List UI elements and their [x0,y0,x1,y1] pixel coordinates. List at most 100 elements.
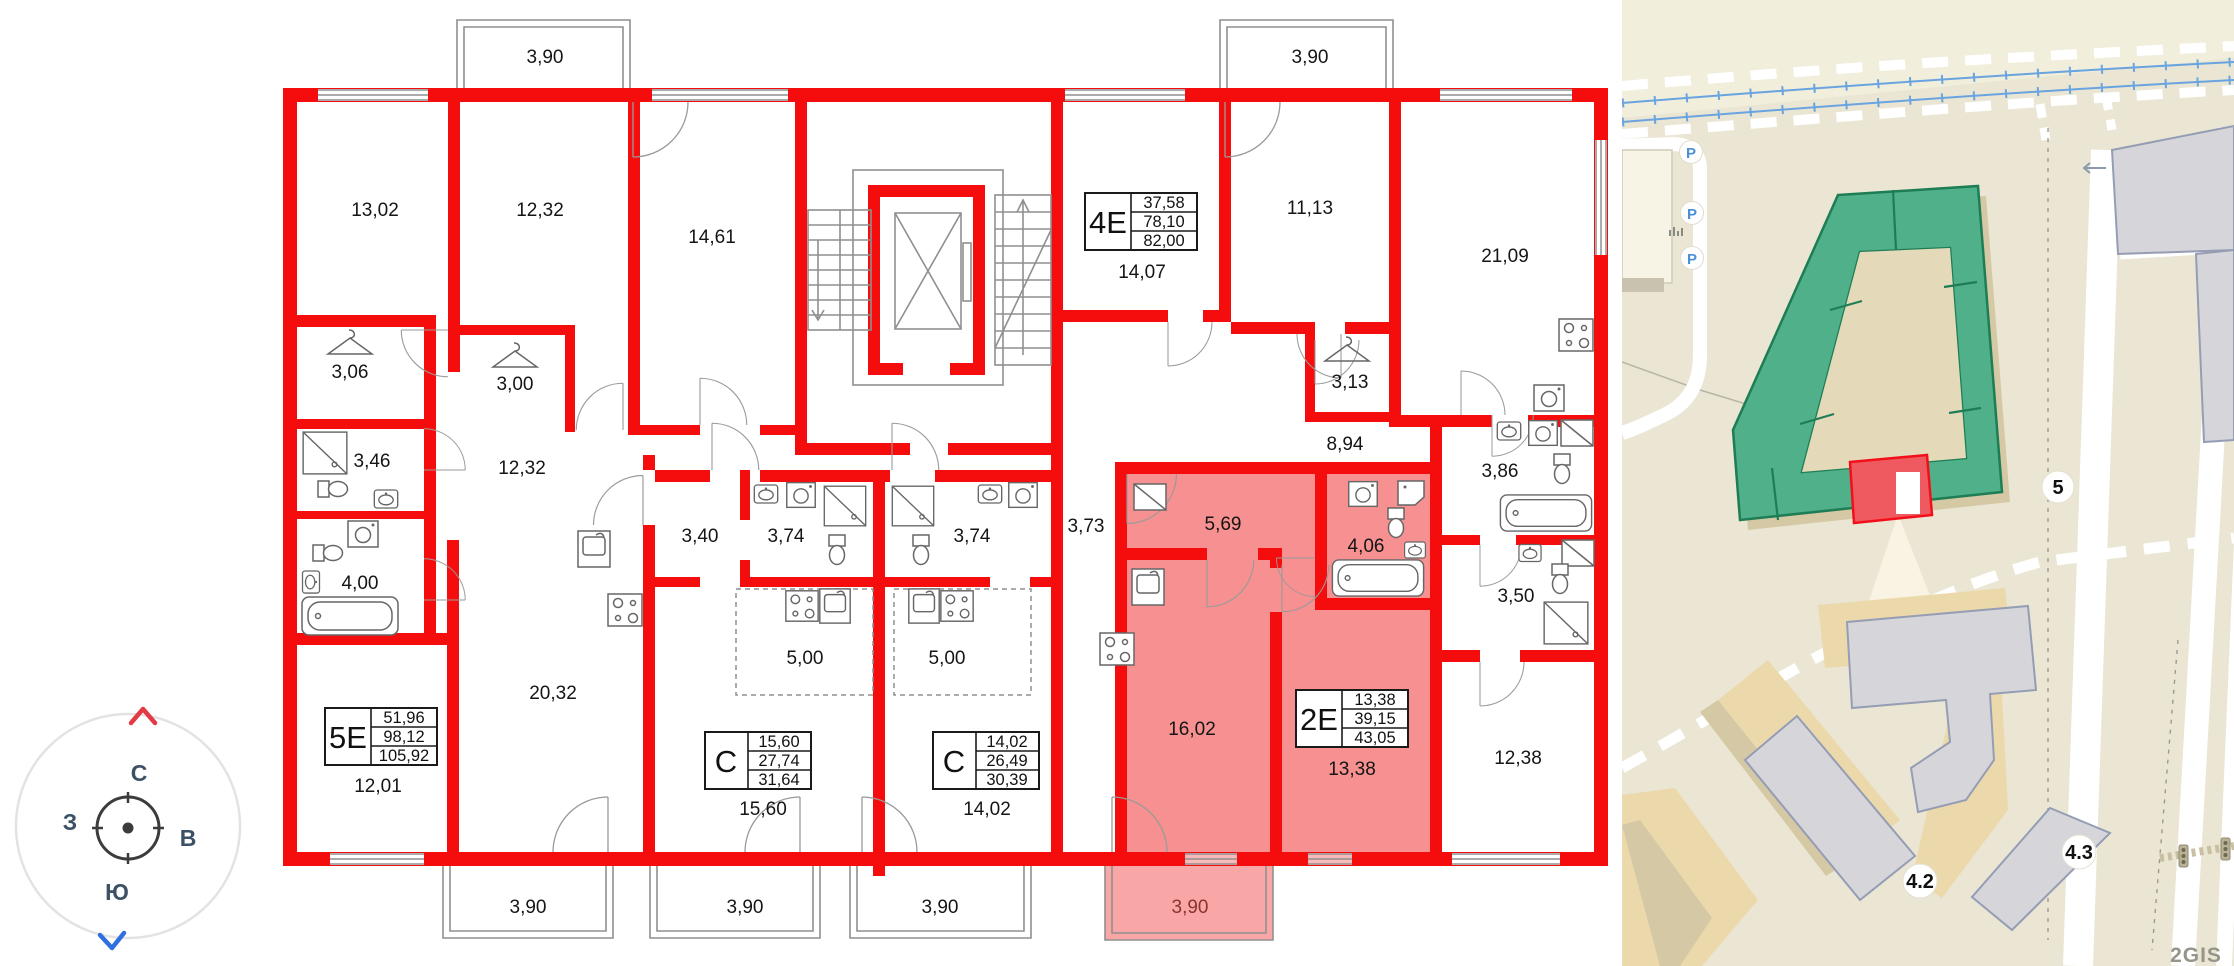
meter-icon [1669,227,1683,236]
balcony-label: 3,90 [922,897,959,918]
map-marker-4-2[interactable]: 4.2 [1902,863,1938,899]
room-label: 14,02 [963,799,1011,820]
svg-text:P: P [1686,145,1696,162]
room-label: 3,46 [354,451,391,472]
washer-icon [786,481,816,509]
current-building[interactable] [1731,184,2010,652]
map-marker-4-3[interactable]: 4.3 [2061,834,2097,870]
dishwasher-icon [1533,384,1565,412]
compass-north-label: С [131,760,148,786]
unit-card-4e[interactable]: 4E 37,58 78,10 82,00 [1084,192,1198,251]
unit-area: 51,96 [383,709,424,727]
unit-area: 105,92 [379,747,429,765]
kitchen-sink-icon [1131,568,1165,606]
toilet-icon [312,544,344,562]
map-watermark: 2GIS [2170,944,2222,966]
unit-area: 27,74 [758,752,799,770]
toilet-icon [1551,563,1569,595]
unit-area: 26,49 [986,752,1027,770]
bathtub-icon [1499,494,1593,532]
unit-area: 98,12 [383,728,424,746]
balcony-label: 3,90 [1292,47,1329,68]
walls [283,88,1608,876]
unit-area: 39,15 [1354,710,1395,728]
shower-icon [302,431,348,475]
kitchen-sink-icon [908,588,940,624]
svg-text:P: P [1687,206,1697,223]
toilet-icon [1553,453,1571,485]
building-4-2[interactable] [1743,714,1917,902]
compass-west-label: З [63,809,77,835]
section-dividers [1770,189,1982,521]
room-label: 4,06 [1348,536,1385,557]
compass-rose-icon [92,792,164,864]
parcel-dashed-line [2151,639,2179,951]
svg-text:P: P [1687,251,1697,268]
parking-icon: P [1680,201,1704,225]
building [1622,149,1673,284]
map[interactable]: P P P [1622,0,2234,966]
sink-icon [373,489,399,509]
toilet-icon [317,480,349,498]
hanger-icon [327,329,373,355]
hanger-icon [1324,336,1370,362]
parking-icon: P [1680,246,1704,270]
kitchen-sink-icon [819,588,851,624]
corner-shower-icon [1397,480,1425,506]
balcony-highlighted[interactable] [1104,866,1274,941]
bathtub-icon [1331,559,1425,597]
room-label: 3,06 [332,362,369,383]
washer-icon [1008,481,1038,509]
shower-icon [891,485,935,527]
sink-icon [1496,421,1522,441]
balcony-label: 3,90 [727,897,764,918]
stairs-icon [807,194,1052,366]
building [2110,124,2234,444]
unit-card-c1[interactable]: С 15,60 27,74 31,64 [704,731,812,790]
room-label: 3,00 [497,374,534,395]
unit-code: С [715,744,737,779]
unit-area: 14,02 [986,733,1027,751]
footpath-icon [1622,41,2234,773]
floor-plan: 3,90 3,90 13,02 12,32 14,61 3,06 3,00 3,… [283,19,1608,941]
room-label: 3,86 [1482,461,1519,482]
room-label: 13,02 [351,200,399,221]
svg-text:5: 5 [2052,477,2063,499]
room-label: 11,13 [1287,198,1333,219]
balcony-bottom-2 [649,866,821,939]
toilet-icon [912,534,930,566]
unit-area: 31,64 [758,771,799,789]
entrance-marker-icon [1896,472,1920,514]
room-label: 4,00 [342,573,379,594]
stove-icon [1099,632,1135,666]
compass-south-label: Ю [105,879,129,905]
svg-text:4.2: 4.2 [1906,871,1934,893]
balcony-label: 3,90 [510,897,547,918]
map-marker-current[interactable]: 5 [2041,470,2075,504]
parking-icon: P [1679,140,1703,164]
kitchen-zone-right [893,588,1032,696]
unit-card-2e[interactable]: 2E 13,38 39,15 43,05 [1295,689,1409,748]
building-4-3-north [1845,604,2038,814]
compass-east-label: В [180,825,197,851]
room-label: 12,38 [1494,748,1542,769]
unit-area: 30,39 [986,771,1027,789]
unit-code: 5E [329,720,367,755]
room-label: 8,94 [1327,434,1364,455]
crosswalk-icon [2159,837,2234,868]
elevator-icon [852,169,1004,386]
unit-code: 4E [1089,205,1127,240]
room-label: 12,01 [354,776,402,797]
room-label: 20,32 [529,683,577,704]
stove-icon [940,590,974,622]
toilet-icon [828,534,846,566]
unit-card-c2[interactable]: С 14,02 26,49 30,39 [932,731,1040,790]
room-label: 13,38 [1328,759,1376,780]
balcony-top-right [1219,19,1394,95]
cabinet-icon [1561,539,1595,567]
room-label: 15,60 [739,799,787,820]
unit-card-5e[interactable]: 5E 51,96 98,12 105,92 [324,707,438,766]
unit-code: С [943,744,965,779]
room-label: 14,61 [688,227,736,248]
